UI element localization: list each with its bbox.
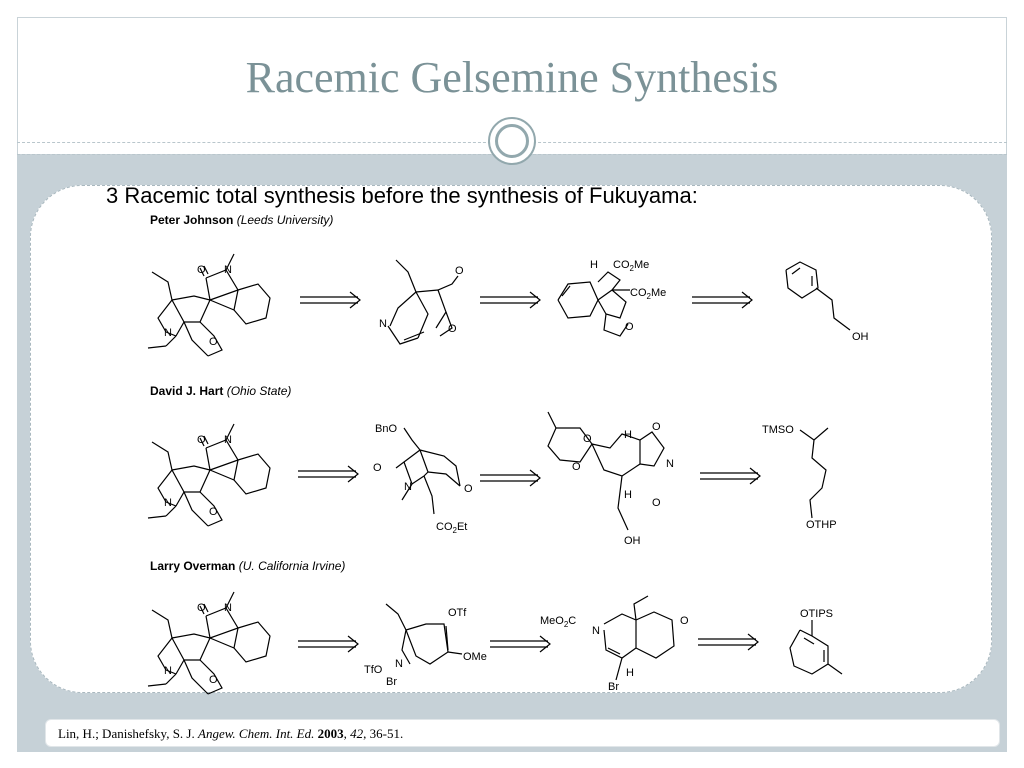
intermediate-1b <box>557 271 630 337</box>
group-label-overman: Larry Overman (U. California Irvine) <box>150 559 345 573</box>
svg-text:O: O <box>197 264 206 276</box>
silyl-dienol-ether <box>789 620 843 675</box>
svg-text:OH: OH <box>852 331 869 343</box>
svg-text:O: O <box>680 615 689 627</box>
svg-text:N: N <box>395 658 403 670</box>
svg-text:N: N <box>164 497 172 509</box>
svg-text:N: N <box>224 434 232 446</box>
citation-footer: Lin, H.; Danishefsky, S. J. Angew. Chem.… <box>45 719 1000 747</box>
slide-title: Racemic Gelsemine Synthesis <box>245 53 779 102</box>
intermediate-2a <box>395 427 461 515</box>
svg-text:N: N <box>224 602 232 614</box>
svg-text:N: N <box>379 318 387 330</box>
intermediate-3b <box>603 595 675 681</box>
svg-text:OTf: OTf <box>448 607 467 619</box>
svg-text:O: O <box>455 265 464 277</box>
author-affiliation: (Ohio State) <box>226 384 292 398</box>
svg-text:N: N <box>404 481 412 493</box>
author-affiliation: (Leeds University) <box>236 213 334 227</box>
group-label-johnson: Peter Johnson (Leeds University) <box>150 213 333 227</box>
slide-heading: 3 Racemic total synthesis before the syn… <box>106 183 698 208</box>
svg-text:OTIPS: OTIPS <box>800 608 833 620</box>
retro-arrow-5 <box>479 469 541 487</box>
svg-text:N: N <box>164 327 172 339</box>
svg-text:O: O <box>197 434 206 446</box>
svg-text:N: N <box>666 458 674 470</box>
group-label-hart: David J. Hart (Ohio State) <box>150 384 291 398</box>
retro-arrow-2 <box>479 291 541 309</box>
diene-precursor <box>799 427 829 519</box>
citation-text: Lin, H.; Danishefsky, S. J. Angew. Chem.… <box>58 726 404 741</box>
author-affiliation: (U. California Irvine) <box>238 559 346 573</box>
svg-text:CO2Et: CO2Et <box>436 521 467 535</box>
svg-text:O: O <box>209 336 218 348</box>
svg-text:O: O <box>464 483 473 495</box>
svg-text:TMSO: TMSO <box>762 424 794 436</box>
svg-text:Br: Br <box>386 676 397 688</box>
svg-text:O: O <box>572 461 581 473</box>
svg-text:N: N <box>592 625 600 637</box>
intermediate-1a <box>387 259 459 345</box>
svg-text:O: O <box>652 497 661 509</box>
svg-text:N: N <box>224 264 232 276</box>
svg-text:CO2Me: CO2Me <box>630 287 666 301</box>
svg-text:O: O <box>209 674 218 686</box>
retro-arrow-3 <box>691 291 753 309</box>
retro-arrow-1 <box>299 291 361 309</box>
svg-text:OMe: OMe <box>463 651 487 663</box>
retro-arrow-9 <box>697 633 759 651</box>
svg-text:H: H <box>624 489 632 501</box>
svg-text:O: O <box>209 506 218 518</box>
svg-text:O: O <box>373 462 382 474</box>
svg-text:N: N <box>164 665 172 677</box>
svg-text:O: O <box>625 321 634 333</box>
author-name: David J. Hart <box>150 384 224 398</box>
intermediate-2b <box>547 411 665 531</box>
svg-text:Br: Br <box>608 681 619 693</box>
svg-text:O: O <box>197 602 206 614</box>
phenethyl-alcohol <box>785 261 851 331</box>
svg-text:CO2Me: CO2Me <box>613 259 649 273</box>
svg-text:OH: OH <box>624 535 641 547</box>
svg-text:O: O <box>448 323 457 335</box>
retro-arrow-4 <box>297 465 359 483</box>
svg-text:OTHP: OTHP <box>806 519 837 531</box>
svg-text:H: H <box>624 429 632 441</box>
svg-text:BnO: BnO <box>375 423 397 435</box>
author-name: Peter Johnson <box>150 213 234 227</box>
ornament-ring-inner-icon <box>495 124 529 158</box>
content-card <box>30 185 992 693</box>
retro-arrow-7 <box>297 635 359 653</box>
retro-arrow-8 <box>489 635 551 653</box>
svg-text:O: O <box>652 421 661 433</box>
svg-text:H: H <box>590 259 598 271</box>
retro-arrow-6 <box>699 467 761 485</box>
author-name: Larry Overman <box>150 559 236 573</box>
svg-text:H: H <box>626 667 634 679</box>
svg-text:TfO: TfO <box>364 664 383 676</box>
svg-text:MeO2C: MeO2C <box>540 615 576 629</box>
intermediate-3a <box>385 603 463 665</box>
svg-text:O: O <box>583 433 592 445</box>
